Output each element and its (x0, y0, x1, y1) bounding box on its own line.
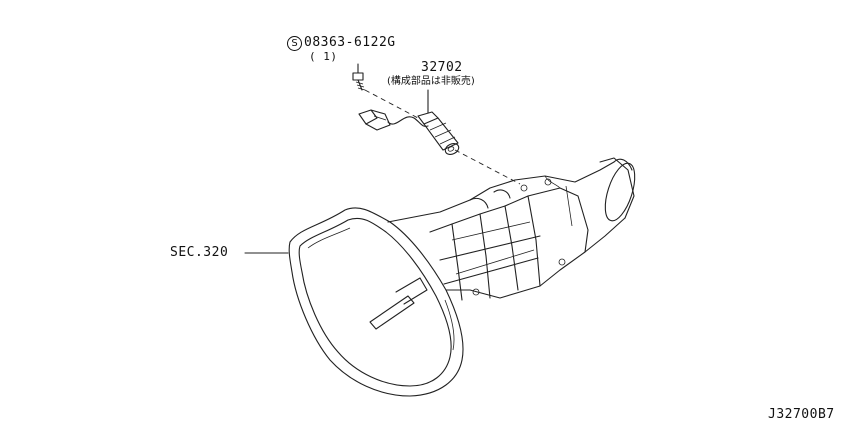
sensor-part-number: 32702 (421, 60, 463, 75)
connector-icon (358, 109, 391, 131)
diagram-code: J32700B7 (768, 407, 835, 422)
speed-sensor-icon (417, 111, 460, 155)
bolt-icon (352, 72, 366, 91)
assembly-dash-line (364, 89, 521, 185)
sensor-wire (387, 116, 429, 127)
transmission-icon (288, 157, 636, 397)
sensor-note: (構成部品は非販売) (387, 76, 475, 87)
transmission-reference: SEC.320 (170, 245, 229, 260)
bolt-part-number: 08363-6122G (304, 35, 396, 50)
service-symbol-badge: S (287, 36, 302, 51)
bolt-quantity: ( 1) (309, 50, 338, 63)
